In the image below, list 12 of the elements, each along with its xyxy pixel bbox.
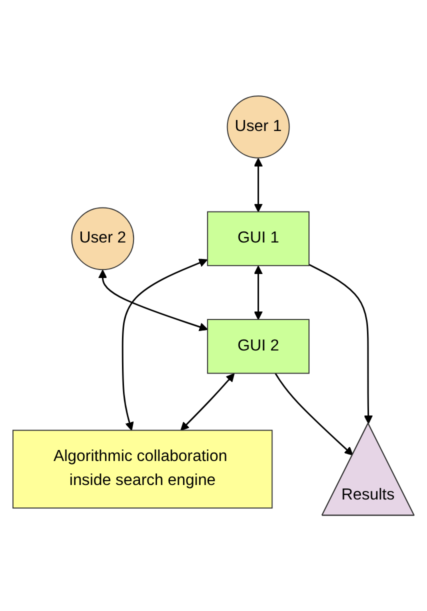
arrow: [122, 258, 208, 431]
arrow: [254, 266, 263, 320]
arrow: [254, 158, 263, 212]
arrow: [180, 373, 235, 431]
node-box: GUI 2: [207, 318, 310, 374]
arrow: [308, 264, 373, 424]
node-circle: User 1: [226, 95, 290, 158]
arrow: [274, 372, 354, 456]
node-box: Algorithmic collaboration inside search engine: [12, 430, 273, 508]
node-circle: User 2: [71, 207, 134, 270]
arrow: [98, 270, 208, 332]
node-box: GUI 1: [207, 211, 310, 266]
